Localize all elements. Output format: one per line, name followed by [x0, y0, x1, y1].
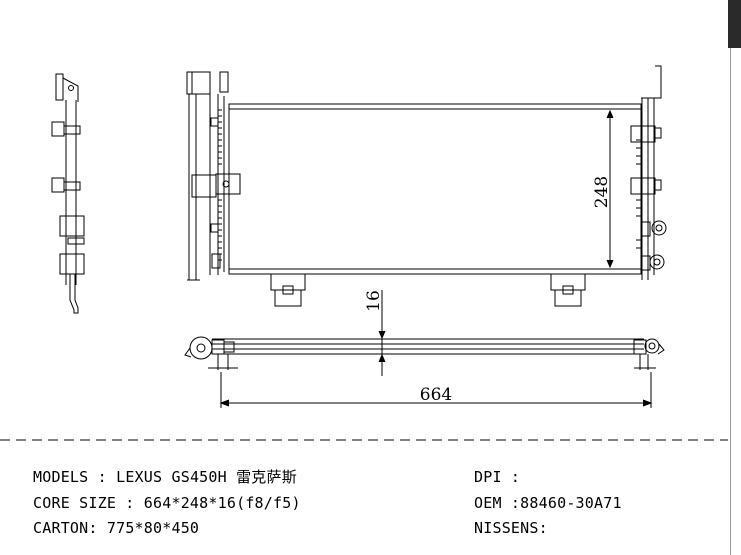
core-size-label: CORE SIZE [33, 494, 117, 512]
nissens-label: NISSENS: [474, 519, 548, 537]
models-label: MODELS [33, 468, 89, 486]
height-dimension-label: 248 [592, 176, 612, 208]
dpi-row: DPI : [474, 468, 530, 486]
core-size-value: 664*248*16(f8/f5) [143, 494, 301, 512]
left-tank [186, 71, 241, 281]
side-view [51, 73, 85, 314]
oem-value: 88460-30A71 [520, 494, 622, 512]
length-dimension-label: 664 [420, 385, 452, 405]
right-tank [630, 65, 667, 280]
oem-row: OEM :88460-30A71 [474, 494, 622, 512]
models-row: MODELS : LEXUS GS450H 雷克萨斯 [33, 468, 297, 486]
page-edge-bar [728, 0, 741, 48]
nissens-row: NISSENS: [474, 516, 548, 540]
carton-row: CARTON: 775*80*450 [33, 516, 199, 540]
condenser-core [228, 103, 642, 275]
carton-label: CARTON: [33, 519, 98, 537]
oem-label: OEM [474, 494, 502, 512]
core-size-row: CORE SIZE : 664*248*16(f8/f5) [33, 494, 301, 512]
bottom-bracket-left [270, 273, 306, 307]
thickness-dimension [378, 290, 386, 376]
top-view [184, 336, 665, 370]
dpi-label: DPI [474, 468, 502, 486]
models-value: LEXUS GS450H 雷克萨斯 [116, 468, 297, 486]
bottom-bracket-right [550, 273, 586, 307]
carton-value: 775*80*450 [106, 519, 200, 537]
length-dimension [219, 372, 653, 408]
thickness-dimension-label: 16 [364, 290, 384, 312]
page-edge-line [730, 48, 731, 555]
